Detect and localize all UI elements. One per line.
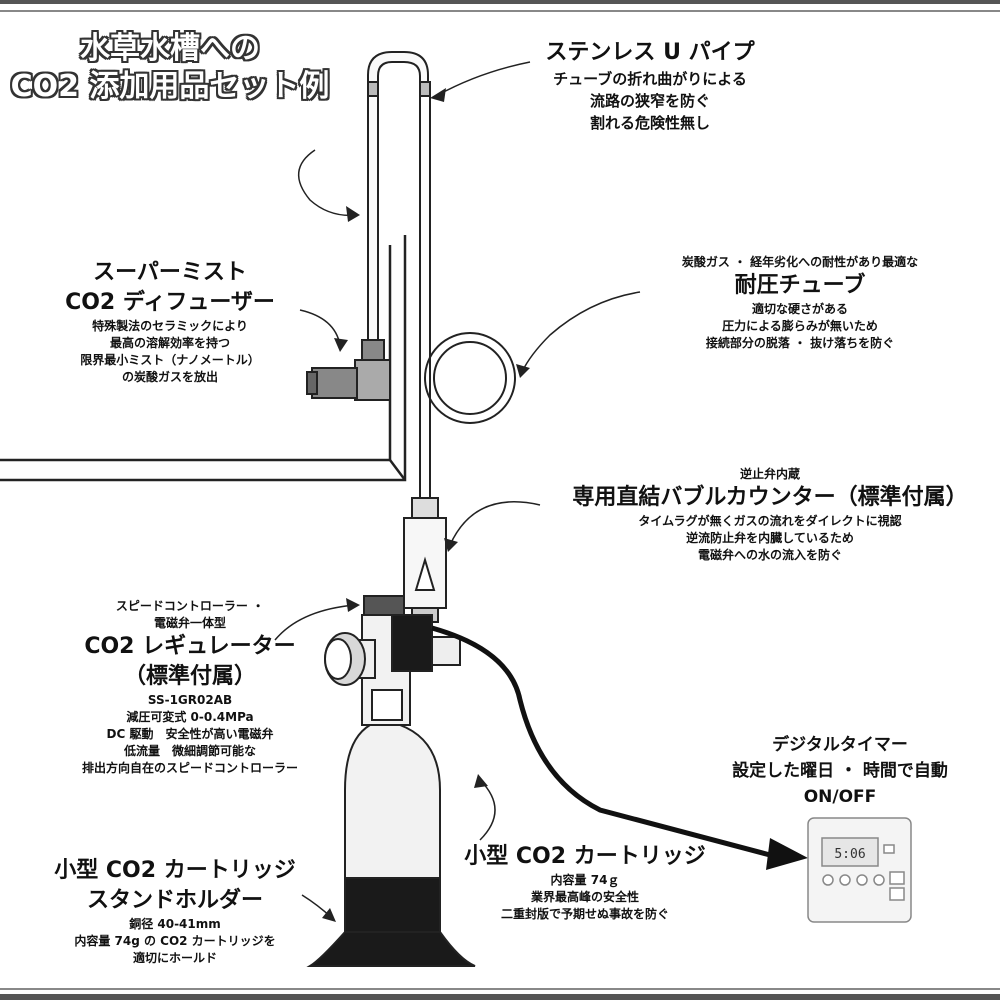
regulator-pre-1: スピードコントローラー ・ — [115, 599, 265, 613]
arrow-bubble-counter — [449, 501, 541, 546]
regulator — [324, 595, 461, 726]
regulator-line-3: DC 駆動 安全性が高い電磁弁 — [106, 727, 274, 741]
cartridge-line-3: 二重封版で予期せぬ事故を防ぐ — [500, 907, 669, 921]
title-line-2: CO2 添加用品セット例 — [10, 69, 330, 104]
arrowhead-diffuser — [334, 338, 348, 352]
top-border-thick — [0, 0, 1000, 4]
arrowhead-u-pipe — [430, 88, 446, 102]
timer-callout: デジタルタイマー 設定した曜日 ・ 時間で自動 ON/OFF — [700, 732, 980, 810]
holder-callout: 小型 CO2 カートリッジ スタンドホルダー 銅径 40-41mm 内容量 74… — [45, 856, 305, 967]
u-pipe-callout: ステンレス U パイプ チューブの折れ曲がりによる 流路の狭窄を防ぐ 割れる危険… — [530, 38, 770, 134]
holder-heading-1: 小型 CO2 カートリッジ — [54, 858, 296, 883]
digital-timer — [807, 817, 912, 923]
tube-line-2: 圧力による膨らみが無いため — [722, 319, 878, 333]
arrow-diffuser — [299, 309, 341, 346]
regulator-heading-2: （標準付属） — [123, 664, 256, 689]
arrow-regulator — [274, 604, 356, 641]
holder-line-3: 適切にホールド — [132, 951, 217, 965]
arrowhead-cartridge — [474, 774, 488, 788]
diffuser-line-3: 限界最小ミスト（ナノメートル） — [80, 353, 260, 367]
bottom-border-thin — [0, 988, 1000, 990]
regulator-heading-1: CO2 レギュレーター — [84, 634, 296, 659]
title-line-1: 水草水槽への — [80, 31, 260, 66]
regulator-line-5: 排出方向自在のスピードコントローラー — [81, 761, 298, 775]
diffuser-line-4: の炭酸ガスを放出 — [121, 370, 218, 384]
timer-heading-1: デジタルタイマー — [772, 735, 908, 755]
holder-line-1: 銅径 40-41mm — [129, 917, 221, 931]
bubble-counter-line-1: タイムラグが無くガスの流れをダイレクトに視認 — [638, 514, 902, 528]
top-border-thin — [0, 10, 1000, 12]
timer-cable-arrowhead — [766, 838, 808, 870]
timer-display: 5:06 — [834, 847, 865, 862]
tube-pre: 炭酸ガス ・ 経年劣化への耐性があり最適な — [681, 255, 919, 269]
cartridge-callout: 小型 CO2 カートリッジ 内容量 74ｇ 業界最高峰の安全性 二重封版で予期せ… — [455, 842, 715, 923]
bubble-counter-line-2: 逆流防止弁を内臓しているため — [686, 531, 854, 545]
diffuser-line-2: 最高の溶解効率を持つ — [109, 336, 230, 350]
cartridge-line-2: 業界最高峰の安全性 — [530, 890, 639, 904]
arrow-cartridge — [479, 779, 496, 841]
timer-cable — [431, 625, 771, 858]
arrowhead-regulator — [346, 598, 360, 612]
aquarium-tank — [0, 235, 407, 482]
cartridge-heading: 小型 CO2 カートリッジ — [464, 844, 706, 869]
arrow-tube-loop — [297, 149, 359, 217]
arrowhead-holder — [322, 908, 336, 922]
arrow-pressure-tube — [521, 291, 641, 373]
regulator-line-4: 低流量 微細調節可能な — [123, 744, 256, 758]
diffuser-line-1: 特殊製法のセラミックにより — [92, 319, 248, 333]
arrowhead-tube-loop — [346, 206, 360, 222]
cartridge-holder — [306, 877, 476, 967]
diffuser-heading-1: スーパーミスト — [93, 260, 247, 285]
timer-heading-2: 設定した曜日 ・ 時間で自動 — [732, 761, 948, 781]
bubble-counter-heading: 専用直結バブルカウンター（標準付属） — [572, 485, 968, 510]
holder-line-2: 内容量 74g の CO2 カートリッジを — [74, 934, 276, 948]
u-pipe-line-2: 流路の狭窄を防ぐ — [589, 92, 710, 110]
diffuser-heading-2: CO2 ディフューザー — [65, 290, 275, 315]
bubble-counter-callout: 逆止弁内蔵 専用直結バブルカウンター（標準付属） タイムラグが無くガスの流れをダ… — [545, 466, 995, 564]
u-pipe-heading: ステンレス U パイプ — [545, 40, 755, 65]
co2-cartridge — [344, 724, 441, 881]
holder-heading-2: スタンドホルダー — [86, 888, 263, 913]
arrowhead-bubble-counter — [444, 538, 458, 552]
diffuser-callout: スーパーミスト CO2 ディフューザー 特殊製法のセラミックにより 最高の溶解効… — [50, 258, 290, 386]
page-title: 水草水槽への CO2 添加用品セット例 — [0, 30, 340, 106]
tube-callout: 炭酸ガス ・ 経年劣化への耐性があり最適な 耐圧チューブ 適切な硬さがある 圧力… — [620, 254, 980, 352]
regulator-line-2: 減圧可変式 0-0.4MPa — [126, 710, 254, 724]
bottom-border-thick — [0, 994, 1000, 1000]
u-pipe-line-3: 割れる危険性無し — [589, 114, 710, 132]
regulator-line-1: SS-1GR02AB — [147, 693, 233, 707]
cartridge-line-1: 内容量 74ｇ — [550, 873, 620, 887]
bubble-counter-pre: 逆止弁内蔵 — [739, 467, 800, 481]
pressure-tube — [419, 92, 516, 500]
tube-line-1: 適切な硬さがある — [751, 302, 848, 316]
tube-heading: 耐圧チューブ — [734, 273, 866, 298]
u-pipe-line-1: チューブの折れ曲がりによる — [553, 70, 747, 88]
regulator-pre-2: 電磁弁一体型 — [153, 616, 226, 630]
bubble-counter — [403, 497, 447, 623]
bubble-counter-line-3: 電磁弁への水の流入を防ぐ — [697, 548, 842, 562]
regulator-callout: スピードコントローラー ・ 電磁弁一体型 CO2 レギュレーター （標準付属） … — [60, 598, 320, 777]
tube-line-3: 接続部分の脱落 ・ 抜け落ちを防ぐ — [705, 336, 895, 350]
arrow-u-pipe — [437, 61, 531, 96]
diffuser — [306, 339, 391, 401]
timer-heading-3: ON/OFF — [803, 787, 877, 807]
arrowhead-pressure-tube — [516, 364, 530, 378]
